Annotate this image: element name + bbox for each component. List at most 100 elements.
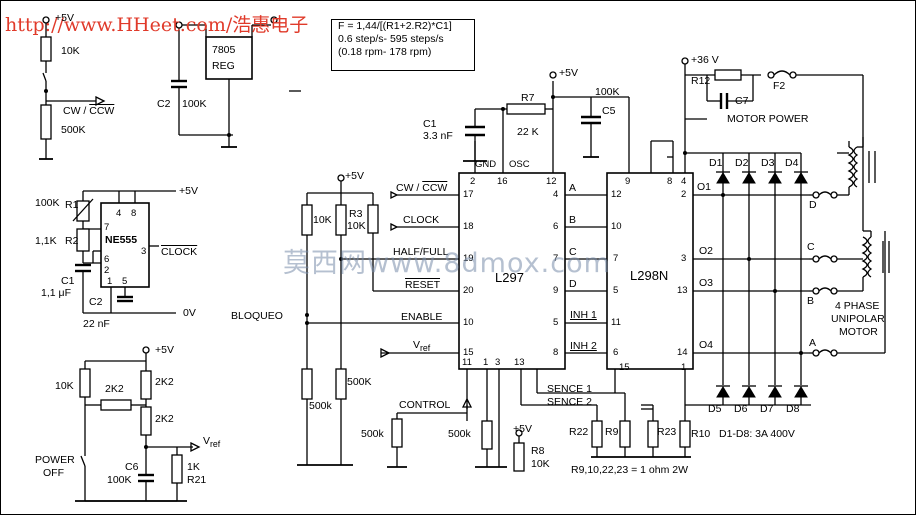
l298-pin-4: 4 bbox=[681, 176, 687, 187]
ne555-pin-8: 8 bbox=[131, 208, 137, 219]
cw-divider bbox=[39, 16, 106, 160]
label-off: OFF bbox=[43, 467, 64, 479]
formula-line-2: 0.6 step/s- 595 steps/s bbox=[338, 33, 444, 45]
diode-bridge bbox=[685, 153, 838, 406]
label-sence2: SENCE 2 bbox=[547, 396, 592, 408]
label-rsense-note: R9,10,22,23 = 1 ohm 2W bbox=[571, 464, 689, 476]
label-10k-mid: 10K bbox=[313, 214, 332, 226]
label-o4: O4 bbox=[699, 339, 714, 351]
label-r3: R3 bbox=[349, 208, 363, 220]
label-c2b-val: 22 nF bbox=[83, 318, 110, 330]
label-vref-v: V bbox=[203, 435, 211, 447]
label-vref-in-sub: ref bbox=[420, 343, 431, 354]
label-5v-l297in: +5V bbox=[345, 170, 364, 182]
l298-pin-10: 10 bbox=[611, 221, 622, 232]
label-5v-vref: +5V bbox=[155, 344, 174, 356]
label-gnd: GND bbox=[475, 159, 497, 170]
ne555-circuit bbox=[72, 190, 176, 314]
label-c1b-val: 3.3 nF bbox=[423, 130, 453, 142]
label-ccw-text: CCW bbox=[89, 105, 115, 117]
label-c5: C5 bbox=[602, 105, 616, 117]
label-vref-in-v: V bbox=[413, 339, 421, 351]
label-5v-r8: +5V bbox=[513, 423, 532, 435]
label-5v-555: +5V bbox=[179, 185, 198, 197]
label-500k-ctrl: 500k bbox=[361, 428, 384, 440]
label-motor-d: D bbox=[809, 199, 817, 211]
label-d3: D3 bbox=[761, 157, 775, 169]
label-r7-val: 22 K bbox=[517, 126, 539, 138]
label-inh1: INH 1 bbox=[570, 309, 597, 321]
label-d7: D7 bbox=[760, 403, 774, 415]
label-2k2-a: 2K2 bbox=[105, 383, 124, 395]
l297-pin-13: 13 bbox=[514, 357, 525, 368]
l298-pin-12: 12 bbox=[611, 189, 622, 200]
label-5v-top: +5V bbox=[55, 12, 74, 24]
label-vref-in: Vref bbox=[413, 340, 430, 353]
reg-line-1: 7805 bbox=[212, 44, 236, 56]
ne555-pin-5: 5 bbox=[122, 276, 128, 287]
label-2k2-b: 2K2 bbox=[155, 376, 174, 388]
label-r2: R2 bbox=[65, 235, 79, 247]
ne555-pin-6: 6 bbox=[104, 254, 110, 265]
label-r22: R22 bbox=[569, 426, 589, 438]
label-motor-c: C bbox=[807, 241, 815, 253]
sense-resistors bbox=[591, 393, 691, 458]
label-r8: R8 bbox=[531, 445, 545, 457]
l298-pin-11: 11 bbox=[611, 317, 621, 328]
l297-pin-1: 1 bbox=[483, 357, 489, 368]
label-r3-val: 10K bbox=[347, 220, 366, 232]
l298-pin-8: 8 bbox=[667, 176, 673, 187]
label-motor-a: A bbox=[809, 337, 817, 349]
label-500k-low: 500k bbox=[309, 400, 332, 412]
l297-pin-18: 18 bbox=[463, 221, 474, 232]
label-10k-low: 10K bbox=[55, 380, 74, 392]
motor-coils bbox=[837, 137, 890, 354]
ne555-pin-2: 2 bbox=[104, 265, 110, 276]
l297-pin-3: 3 bbox=[495, 357, 501, 368]
label-clock-in: CLOCK bbox=[403, 214, 440, 226]
label-r9: R9 bbox=[605, 426, 619, 438]
label-motor-power: MOTOR POWER bbox=[727, 113, 809, 125]
label-500k-mid: 500K bbox=[347, 376, 372, 388]
label-c2: C2 bbox=[157, 98, 171, 110]
label-cw-in: CW / CCW bbox=[396, 183, 447, 194]
label-d2: D2 bbox=[735, 157, 749, 169]
label-r10: R10 bbox=[691, 428, 711, 440]
label-sence1: SENCE 1 bbox=[547, 383, 592, 395]
label-d1: D1 bbox=[709, 157, 723, 169]
formula-line-3: (0.18 rpm- 178 rpm) bbox=[338, 46, 432, 58]
ne555-pin-7: 7 bbox=[104, 222, 110, 233]
label-o3: O3 bbox=[699, 277, 714, 289]
label-o2: O2 bbox=[699, 245, 714, 257]
ne555-pin-3: 3 bbox=[141, 246, 147, 257]
label-r12: R12 bbox=[691, 75, 711, 87]
l297-pin-9: 9 bbox=[553, 285, 559, 296]
l297-pin-10: 10 bbox=[463, 317, 474, 328]
label-5v-l297: +5V bbox=[559, 67, 578, 79]
label-d5: D5 bbox=[708, 403, 722, 415]
label-motor-b: B bbox=[807, 295, 815, 307]
label-cw-in-text: CW / bbox=[396, 182, 423, 194]
l297-chip bbox=[387, 71, 630, 472]
l298-pin-13: 13 bbox=[677, 285, 688, 296]
l298-pin-7: 7 bbox=[613, 253, 619, 264]
l298-pin-5: 5 bbox=[613, 285, 619, 296]
l297-input-network bbox=[297, 174, 459, 466]
label-c: C bbox=[569, 246, 577, 258]
label-osc: OSC bbox=[509, 159, 530, 170]
l298-pin-1: 1 bbox=[681, 362, 687, 373]
label-motor-1: 4 PHASE bbox=[835, 300, 880, 312]
l297-pin-12: 12 bbox=[546, 176, 557, 187]
formula-box: F = 1,44/[(R1+2.R2)*C1] 0.6 step/s- 595 … bbox=[331, 19, 475, 71]
label-r1-val: 100K bbox=[35, 197, 60, 209]
label-ccw-in-text: CCW bbox=[422, 182, 448, 194]
label-c6-val: 100K bbox=[107, 474, 132, 486]
label-cw-text: CW / bbox=[63, 105, 90, 117]
label-r21-val: 1K bbox=[187, 461, 200, 473]
label-a: A bbox=[569, 182, 577, 194]
label-diode-rating: D1-D8: 3A 400V bbox=[719, 428, 795, 440]
label-c1b: C1 bbox=[423, 118, 437, 130]
label-r21: R21 bbox=[187, 474, 207, 486]
label-o1: O1 bbox=[697, 181, 712, 193]
l297-pin-17: 17 bbox=[463, 189, 474, 200]
